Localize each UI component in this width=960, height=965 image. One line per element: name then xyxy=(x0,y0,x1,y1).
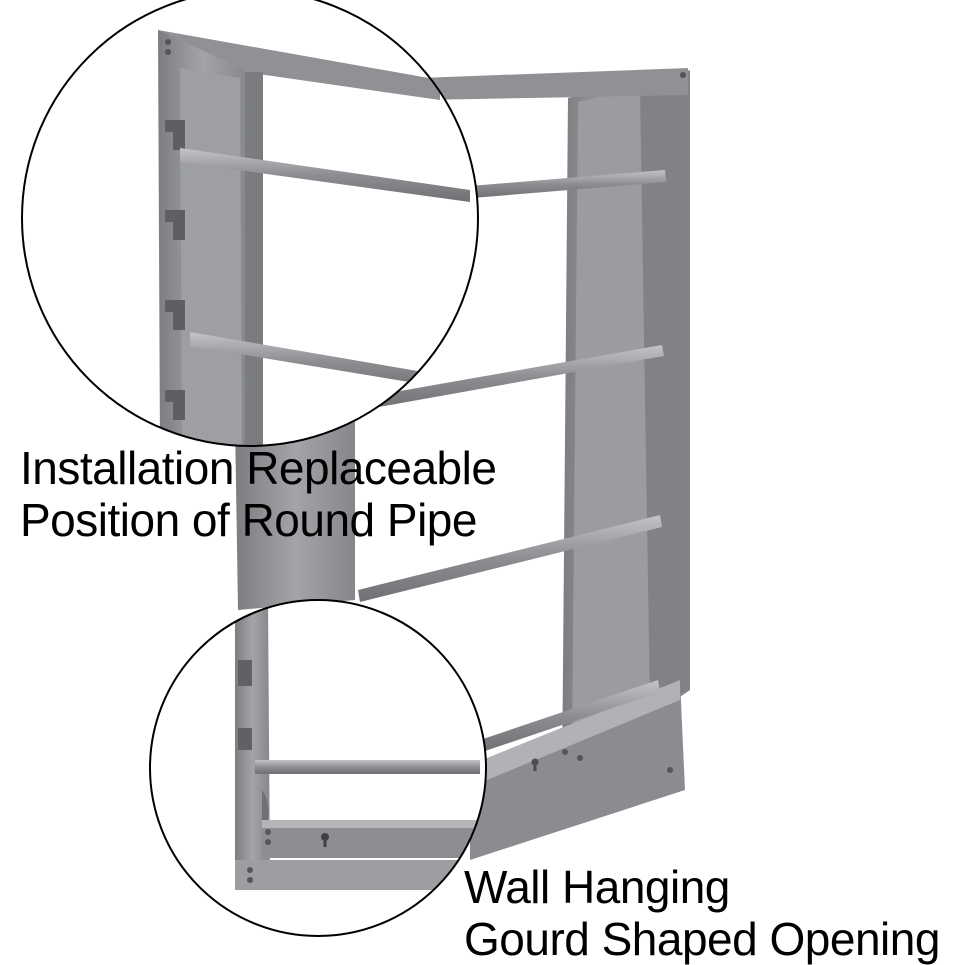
caption-pipe-position-line1: Installation Replaceable xyxy=(20,442,497,494)
detail-circle-wall-hanging xyxy=(149,599,487,937)
detail-circle-pipe-position xyxy=(21,0,479,447)
caption-pipe-position-line2: Position of Round Pipe xyxy=(20,494,477,546)
caption-wall-hanging-line1: Wall Hanging xyxy=(464,861,730,913)
rack-frame xyxy=(235,68,690,860)
caption-wall-hanging-line2: Gourd Shaped Opening xyxy=(464,913,940,965)
caption-pipe-position: Installation Replaceable Position of Rou… xyxy=(20,442,497,546)
caption-wall-hanging: Wall Hanging Gourd Shaped Opening xyxy=(464,864,940,962)
